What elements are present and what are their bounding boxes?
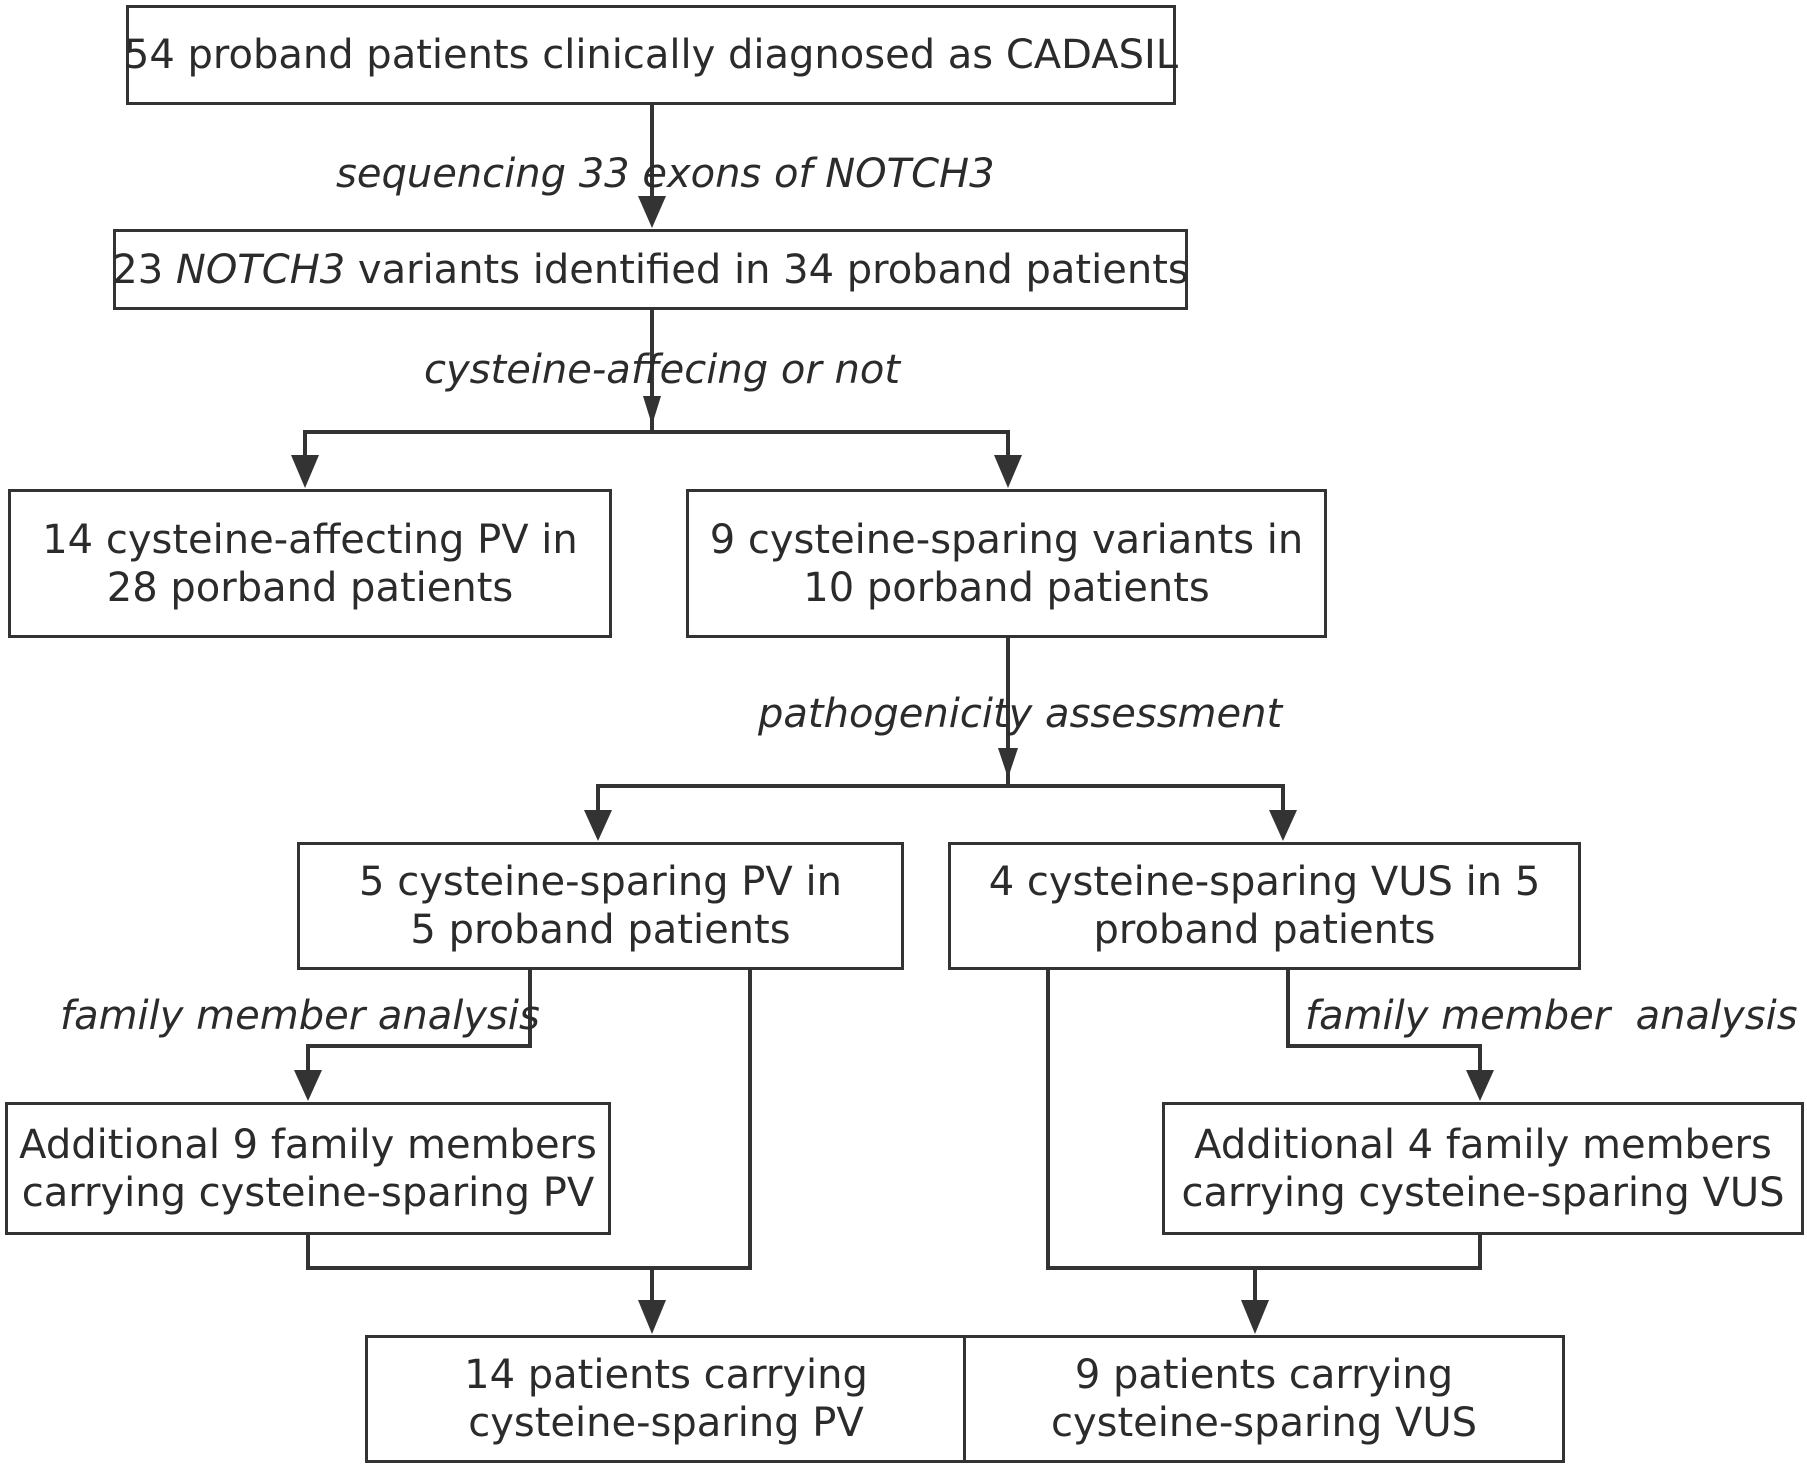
connector-split-n5-n6 (596, 784, 1285, 815)
box-patients-carrying-pv: 14 patients carrying cysteine-sparing PV (365, 1335, 967, 1463)
arrowhead-n8 (1466, 1070, 1494, 1101)
box-text-line2: 5 proband patients (410, 907, 791, 953)
box-text-line2: carrying cysteine-sparing VUS (1181, 1169, 1785, 1216)
arrowhead-n7 (294, 1070, 322, 1101)
edge-label-pathogenicity: pathogenicity assessment (758, 691, 1283, 737)
box-cysteine-affecting-pv: 14 cysteine-affecting PV in 28 porband p… (8, 489, 612, 638)
arrowhead-n5 (584, 810, 612, 841)
connector-n5-n9-direct (652, 970, 752, 1270)
connector-n7-n9 (306, 1235, 654, 1305)
connector-n6-n8 (1286, 970, 1482, 1075)
box-text-line1: 5 cysteine-sparing PV in (359, 859, 842, 905)
box-text-line1: 14 cysteine-affecting PV in (42, 516, 578, 563)
arrowhead-n4 (994, 455, 1022, 488)
box-notch3-variants: 23 NOTCH3 variants identified in 34 prob… (112, 229, 1189, 310)
box-text-line1: 9 patients carrying (1074, 1352, 1454, 1398)
box-additional-family-pv: Additional 9 family members carrying cys… (5, 1102, 611, 1235)
box-text-line1: 14 patients carrying (464, 1352, 868, 1398)
box-cysteine-sparing-vus: 4 cysteine-sparing VUS in 5 proband pati… (948, 842, 1581, 970)
box-text-line2: 28 porband patients (106, 564, 514, 611)
connector-n5-n7 (306, 970, 532, 1075)
gene-name: NOTCH3 (175, 246, 346, 293)
edge-label-cysteine: cysteine-affecing or not (424, 347, 900, 393)
box-text-suffix: variants identified in 34 proband patien… (345, 246, 1189, 293)
box-text-line2: cysteine-sparing VUS (1050, 1400, 1478, 1446)
arrowhead-n10 (1241, 1300, 1269, 1334)
box-text-line2: 10 porband patients (803, 564, 1210, 611)
edge-label-sequencing: sequencing 33 exons of NOTCH3 (336, 151, 995, 197)
box-text-line2: carrying cysteine-sparing PV (21, 1169, 595, 1216)
arrowhead-split-mid (998, 748, 1018, 778)
box-text-line1: Additional 9 family members (19, 1121, 597, 1168)
connector-split-n3-n4 (303, 430, 1010, 460)
edge-label-family-right: family member analysis (1305, 993, 1798, 1039)
connector-n6-n10-direct (1046, 970, 1255, 1270)
box-text-line1: 4 cysteine-sparing VUS in 5 (988, 859, 1541, 905)
arrowhead-n9 (638, 1300, 666, 1334)
box-cysteine-sparing-variants: 9 cysteine-sparing variants in 10 porban… (686, 489, 1327, 638)
box-text: 23 NOTCH3 variants identified in 34 prob… (112, 246, 1188, 294)
box-proband-patients: 54 proband patients clinically diagnosed… (123, 5, 1179, 105)
arrowhead-split-top (643, 396, 661, 425)
edge-label-family-left: family member analysis (60, 993, 540, 1039)
box-additional-family-vus: Additional 4 family members carrying cys… (1162, 1102, 1804, 1235)
box-text-line1: 9 cysteine-sparing variants in (709, 516, 1304, 563)
arrowhead-n2 (638, 196, 666, 228)
box-text-line1: Additional 4 family members (1194, 1121, 1772, 1168)
connector-n8-n10 (1253, 1235, 1482, 1305)
box-text: 54 proband patients clinically diagnosed… (123, 32, 1179, 78)
box-patients-carrying-vus: 9 patients carrying cysteine-sparing VUS (963, 1335, 1565, 1463)
box-text-line2: cysteine-sparing PV (468, 1400, 864, 1446)
box-text-line2: proband patients (1093, 907, 1436, 953)
arrowhead-n6 (1269, 810, 1297, 841)
box-cysteine-sparing-pv: 5 cysteine-sparing PV in 5 proband patie… (297, 842, 904, 970)
arrowhead-n3 (291, 455, 319, 488)
box-text-prefix: 23 (112, 246, 176, 293)
